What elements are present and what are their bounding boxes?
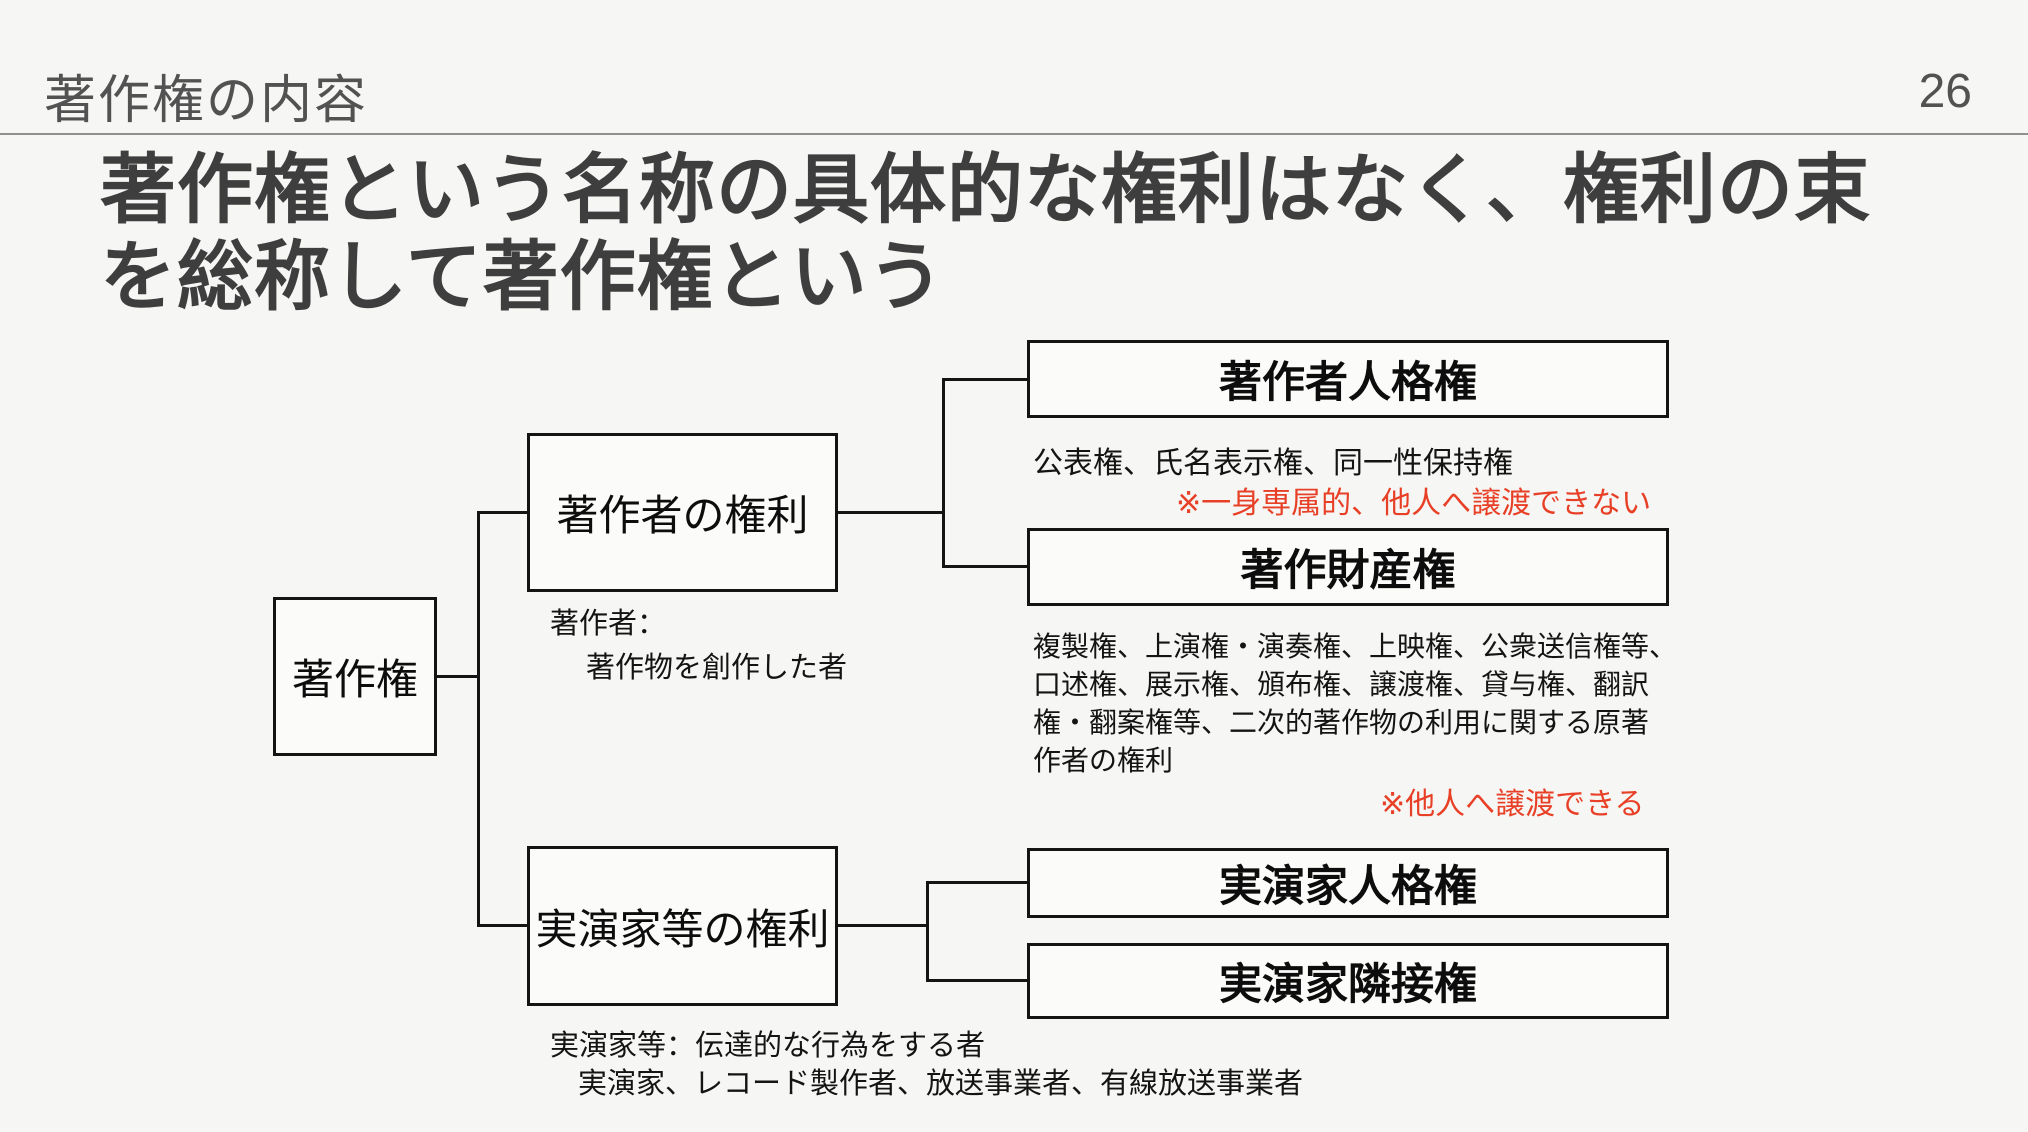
page-number: 26 [1918, 65, 1972, 118]
node-copyright: 著作権 [273, 597, 437, 756]
slide-heading: 著作権という名称の具体的な権利はなく、権利の束 を総称して著作権という [100, 148, 1871, 320]
connector-root-horizontal [437, 675, 479, 678]
connector-to-author-moral [942, 378, 1027, 381]
performer-note-label: 実演家等：伝達的な行為をする者 [550, 1030, 986, 1062]
connector-to-author-property [942, 565, 1027, 568]
connector-performer-feed [838, 924, 929, 927]
page-title: 著作権の内容 [44, 72, 369, 130]
author-moral-warning: ※一身専属的、他人へ譲渡できない [1176, 487, 1652, 520]
connector-performer-branch [477, 924, 527, 927]
author-property-warning: ※他人へ譲渡できる [1380, 788, 1645, 821]
node-performer-moral-rights: 実演家人格権 [1027, 848, 1669, 918]
performer-note-detail: 実演家、レコード製作者、放送事業者、有線放送事業者 [578, 1068, 1304, 1100]
connector-author-feed [838, 511, 945, 514]
node-author-property-rights: 著作財産権 [1027, 528, 1669, 606]
connector-author-branch [477, 511, 527, 514]
author-note-detail: 著作物を創作した者 [586, 652, 848, 684]
connector-performer-bracket-vertical [926, 881, 929, 982]
node-performer-rights: 実演家等の権利 [527, 846, 838, 1006]
author-moral-description: 公表権、氏名表示権、同一性保持権 [1033, 447, 1513, 480]
author-property-description: 複製権、上演権・演奏権、上映権、公衆送信権等、 口述権、展示権、頒布権、譲渡権、… [1033, 631, 1678, 776]
node-author-rights: 著作者の権利 [527, 433, 838, 592]
node-author-moral-rights: 著作者人格権 [1027, 340, 1669, 418]
header-divider [0, 133, 2028, 135]
connector-author-bracket-vertical [942, 378, 945, 568]
connector-to-performer-moral [926, 881, 1027, 884]
node-performer-neighboring-rights: 実演家隣接権 [1027, 943, 1669, 1019]
author-note-label: 著作者： [550, 608, 667, 640]
connector-to-performer-neighboring [926, 979, 1027, 982]
connector-trunk-vertical [477, 511, 480, 927]
